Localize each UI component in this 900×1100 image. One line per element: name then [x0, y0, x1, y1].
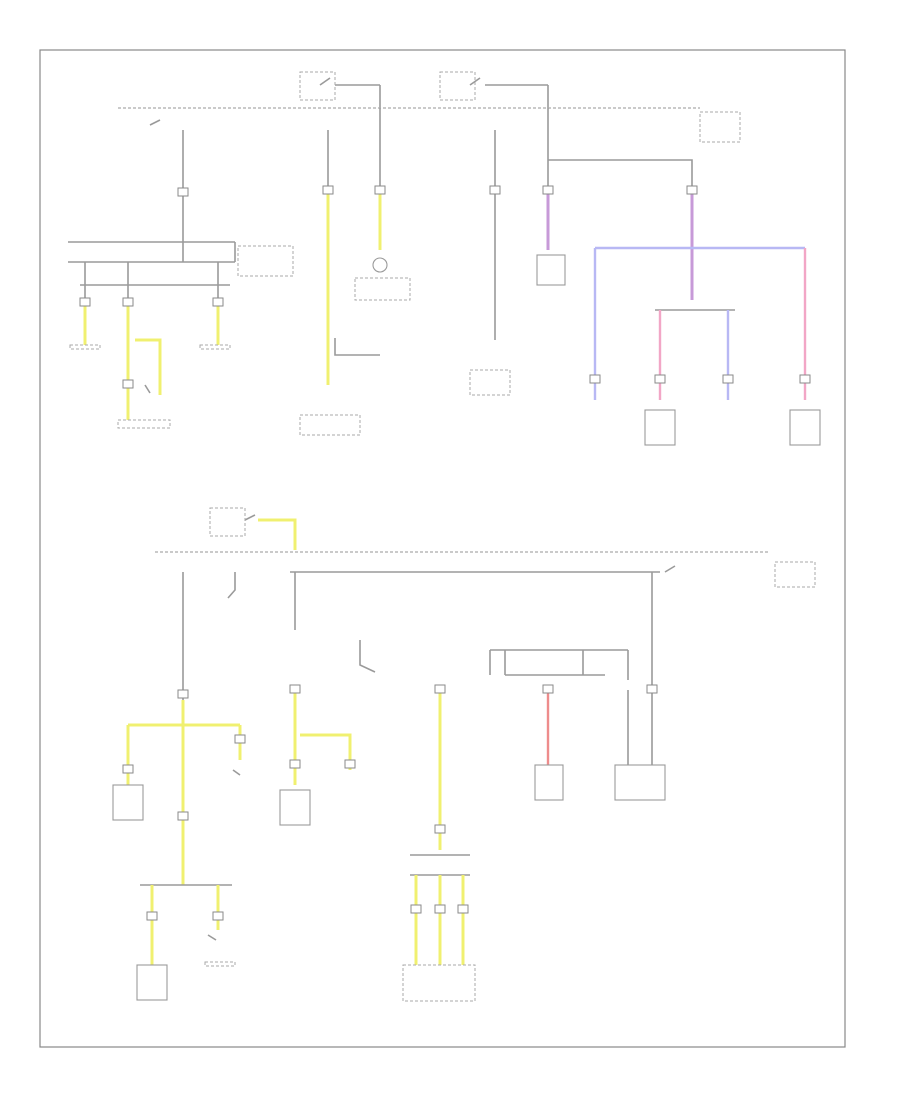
diagram-frame	[39, 49, 846, 1048]
left-load-c	[199, 297, 231, 350]
bottom-supply-switch	[209, 507, 297, 550]
top-power-section	[68, 71, 821, 446]
bottom-power-section	[112, 507, 816, 1002]
bottom-left-cluster	[112, 572, 246, 1001]
bottom-right-cluster	[489, 565, 676, 801]
bottom-fuse-box-outline	[774, 561, 816, 588]
branch-center-right	[469, 130, 511, 396]
left-load-b	[117, 297, 171, 429]
branch-center-left	[299, 130, 380, 436]
left-load-a	[69, 297, 101, 350]
bottom-mid-cluster	[279, 572, 476, 1002]
top-supply-switch-1	[299, 71, 381, 108]
branch-left-distribution	[68, 119, 294, 300]
branch-center	[354, 108, 411, 301]
branch-far-right	[548, 159, 821, 446]
top-supply-switch-2	[439, 71, 549, 108]
top-fuse-box-outline	[699, 111, 741, 143]
branch-right-purple	[536, 108, 566, 286]
